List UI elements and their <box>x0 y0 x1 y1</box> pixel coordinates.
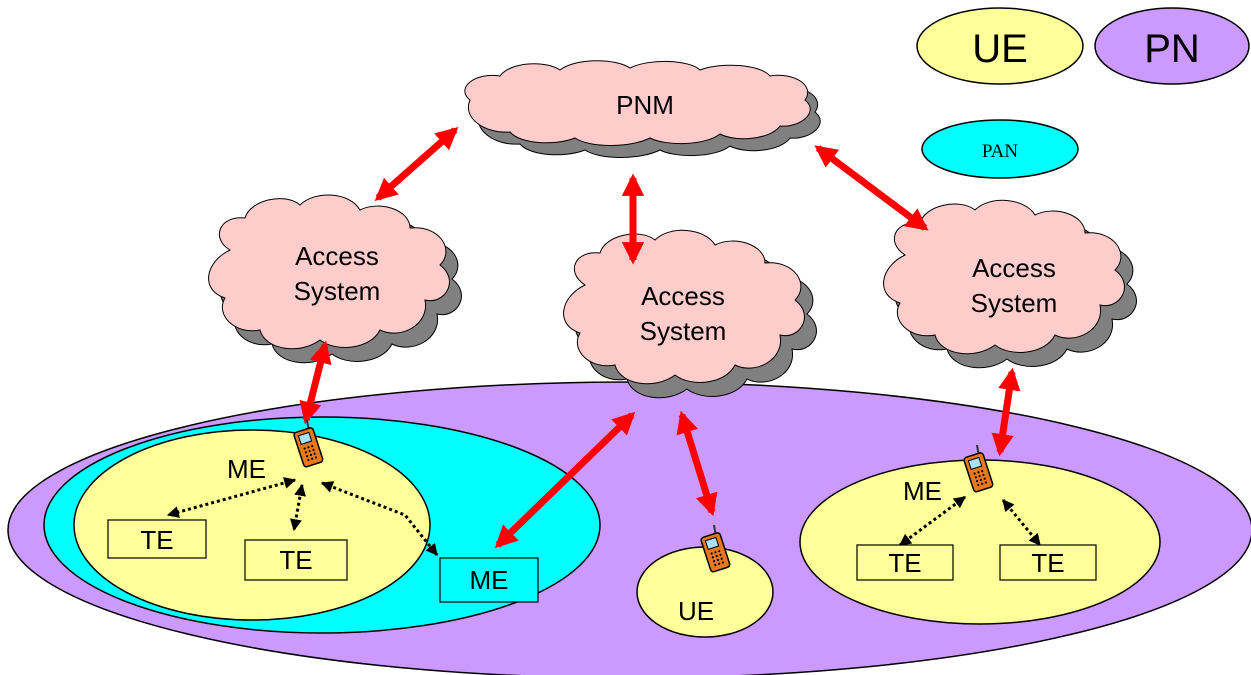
legend-pan-label: PAN <box>982 141 1019 162</box>
right-te-a-box <box>856 544 954 581</box>
legend-pn-ellipse <box>1094 7 1250 85</box>
left-me-box-label: ME <box>470 565 509 595</box>
right-me-label: ME <box>903 476 942 506</box>
access-system-right-line2: System <box>971 288 1058 318</box>
left-te-b-box <box>244 539 348 581</box>
left-te-a-label: TE <box>140 525 173 555</box>
dotted-arrows <box>166 477 1042 556</box>
pnm-label: PNM <box>616 90 674 120</box>
right-te-b-label: TE <box>1031 548 1064 578</box>
right-te-b-box <box>999 544 1097 581</box>
access-system-right-cloud <box>883 199 1137 369</box>
dot-right-me-te-b <box>1001 499 1042 546</box>
access-system-center-line1: Access <box>641 281 725 311</box>
left-te-a-box <box>107 519 207 559</box>
pnm-cloud <box>464 60 821 158</box>
arrow-pnm-left-access <box>374 127 459 201</box>
arrow-right-access-me <box>991 367 1021 457</box>
access-system-left-cloud <box>208 194 462 364</box>
legend-ue-label: UE <box>972 27 1028 71</box>
access-system-left-line2: System <box>294 276 381 306</box>
center-ue-label: UE <box>678 596 714 626</box>
dot-me-te-a <box>166 477 297 518</box>
legend-pn-label: PN <box>1144 27 1200 71</box>
dot-me-te-b <box>289 483 307 532</box>
left-me-label: ME <box>227 454 266 484</box>
right-te-a-label: TE <box>888 548 921 578</box>
left-me-box <box>439 557 539 603</box>
access-system-left-line1: Access <box>295 241 379 271</box>
arrow-center-access-ue <box>676 410 718 517</box>
arrow-left-access-me <box>299 340 332 425</box>
access-system-center-line2: System <box>640 316 727 346</box>
arrow-pnm-right-access <box>814 145 929 231</box>
access-system-center-cloud <box>563 229 817 399</box>
left-te-b-label: TE <box>279 545 312 575</box>
access-system-right-line1: Access <box>972 253 1056 283</box>
red-arrows <box>299 127 1021 549</box>
dot-right-me-te-a <box>899 495 966 547</box>
legend-ue-ellipse <box>916 7 1084 85</box>
arrow-center-access-me-box <box>494 411 636 549</box>
